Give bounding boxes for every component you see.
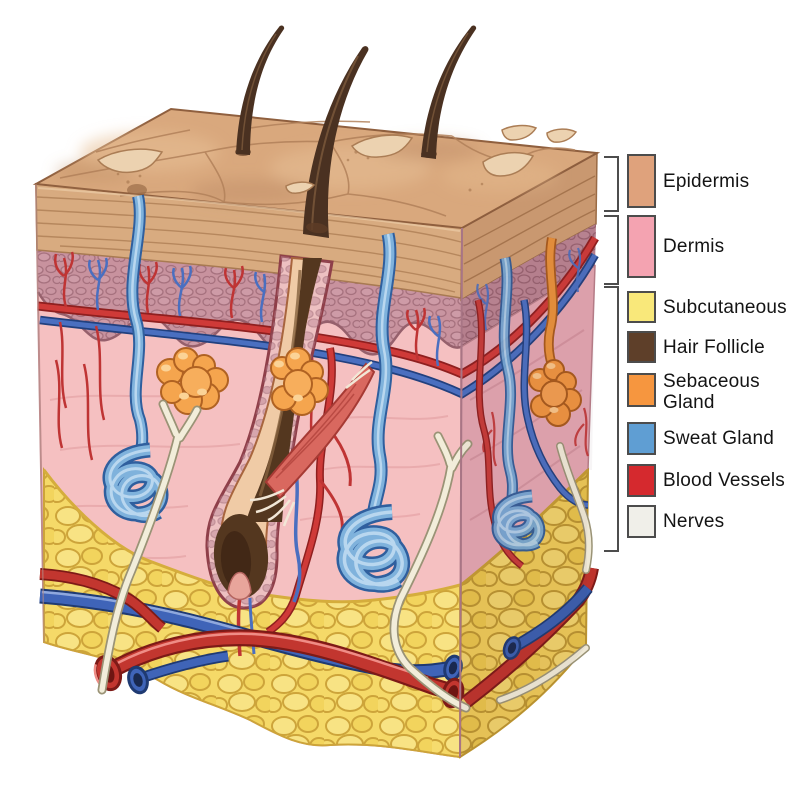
bulb-vein — [248, 597, 256, 655]
muscle-fascia — [249, 360, 373, 527]
blue-capillaries — [88, 257, 442, 367]
nerve-middle — [389, 431, 473, 713]
nerves — [97, 399, 593, 713]
block-left-edge — [35, 183, 45, 643]
sweat-pore — [127, 184, 147, 196]
sebaceous-gland-left — [156, 347, 229, 415]
hair-shaft-in-follicle — [246, 258, 322, 522]
sebaceous-gland-side — [528, 237, 582, 427]
sweat-gland-right — [491, 256, 546, 552]
sweat-gland-left — [102, 194, 169, 524]
hair-pore — [306, 222, 328, 234]
vein-cut-end — [502, 636, 522, 660]
skin-flakes — [96, 124, 578, 194]
vein-cut-end — [127, 665, 149, 695]
sweat-gland-middle — [336, 232, 410, 593]
sebaceous-gland-right — [270, 347, 329, 416]
right-face-shading — [460, 153, 597, 757]
nerve-left — [97, 399, 202, 695]
block-corner-edge — [459, 227, 463, 758]
arrector-pili-muscle — [249, 360, 376, 527]
hair-follicle — [205, 254, 334, 657]
nerve-right — [496, 442, 593, 704]
dermal-papilla — [227, 571, 252, 601]
hair-shafts — [236, 25, 477, 238]
